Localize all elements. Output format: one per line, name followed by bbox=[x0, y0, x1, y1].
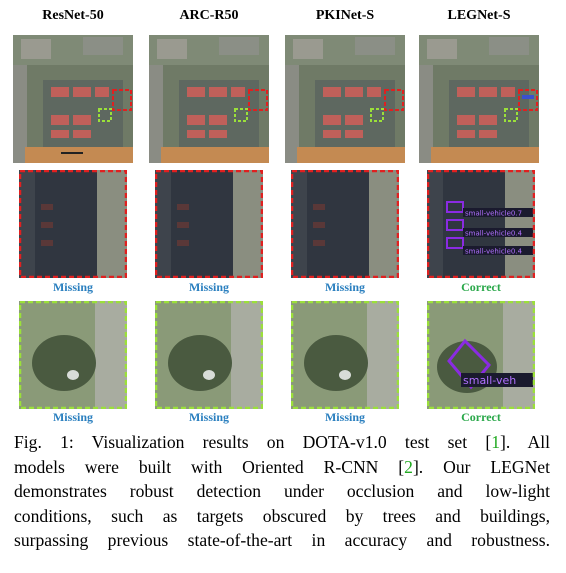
detection-label-2: small-vehicle0.4 bbox=[463, 228, 533, 238]
column-title-pkinet-s: PKINet-S bbox=[315, 8, 375, 23]
detection-label-3: small-vehicle0.4 bbox=[463, 246, 533, 256]
status-row2-legnet-s: Correct bbox=[461, 280, 501, 294]
zoom-green-arc-r50 bbox=[155, 301, 263, 409]
svg-text:small-vehicle0.7: small-vehicle0.7 bbox=[465, 210, 522, 218]
column-title-arc-r50: ARC-R50 bbox=[179, 8, 239, 23]
caption-line-3: demonstrates robust detection under occl… bbox=[14, 481, 550, 501]
zoom-red-legnet-s: small-vehicle0.7 small-vehicle0.4 small-… bbox=[427, 170, 535, 278]
caption-line-1: Fig. 1: Visualization results on DOTA-v1… bbox=[14, 432, 550, 452]
caption-line-4: conditions, such as targets obscured by … bbox=[14, 505, 550, 526]
zoom-red-resnet50 bbox=[19, 170, 127, 278]
caption-line-2: models were built with Oriented R-CNN [2… bbox=[14, 456, 550, 477]
column-title-resnet50: ResNet-50 bbox=[42, 8, 104, 23]
zoom-green-legnet-s: small-veh bbox=[427, 301, 535, 409]
svg-text:small-vehicle0.4: small-vehicle0.4 bbox=[465, 230, 523, 238]
zoom-green-pkinet-s bbox=[291, 301, 399, 409]
status-row2-arc-r50: Missing bbox=[188, 280, 229, 294]
caption-line-5: surpassing previous state-of-the-art in … bbox=[14, 530, 550, 550]
citation-link-1[interactable]: 1 bbox=[491, 432, 500, 452]
status-row2-resnet50: Missing bbox=[52, 280, 93, 294]
svg-text:small-vehicle0.4: small-vehicle0.4 bbox=[465, 248, 523, 256]
figure-caption: Fig. 1: Visualization results on DOTA-v1… bbox=[14, 430, 550, 553]
status-row3-resnet50: Missing bbox=[52, 410, 93, 424]
overview-image-arc-r50 bbox=[149, 35, 269, 163]
overview-image-legnet-s bbox=[419, 35, 539, 163]
overview-image-resnet50 bbox=[13, 35, 133, 163]
svg-text:small-veh: small-veh bbox=[463, 374, 516, 387]
zoom-red-arc-r50 bbox=[155, 170, 263, 278]
status-row2-pkinet-s: Missing bbox=[324, 280, 365, 294]
citation-link-2[interactable]: 2 bbox=[404, 456, 413, 477]
status-row3-legnet-s: Correct bbox=[461, 410, 501, 424]
zoom-red-pkinet-s bbox=[291, 170, 399, 278]
status-row3-pkinet-s: Missing bbox=[324, 410, 365, 424]
detection-label-1: small-vehicle0.7 bbox=[463, 208, 533, 218]
status-row3-arc-r50: Missing bbox=[188, 410, 229, 424]
zoom-green-resnet50 bbox=[19, 301, 127, 409]
detection-label-occluded: small-veh bbox=[461, 373, 533, 387]
column-title-legnet-s: LEGNet-S bbox=[447, 8, 511, 23]
overview-image-pkinet-s bbox=[285, 35, 405, 163]
